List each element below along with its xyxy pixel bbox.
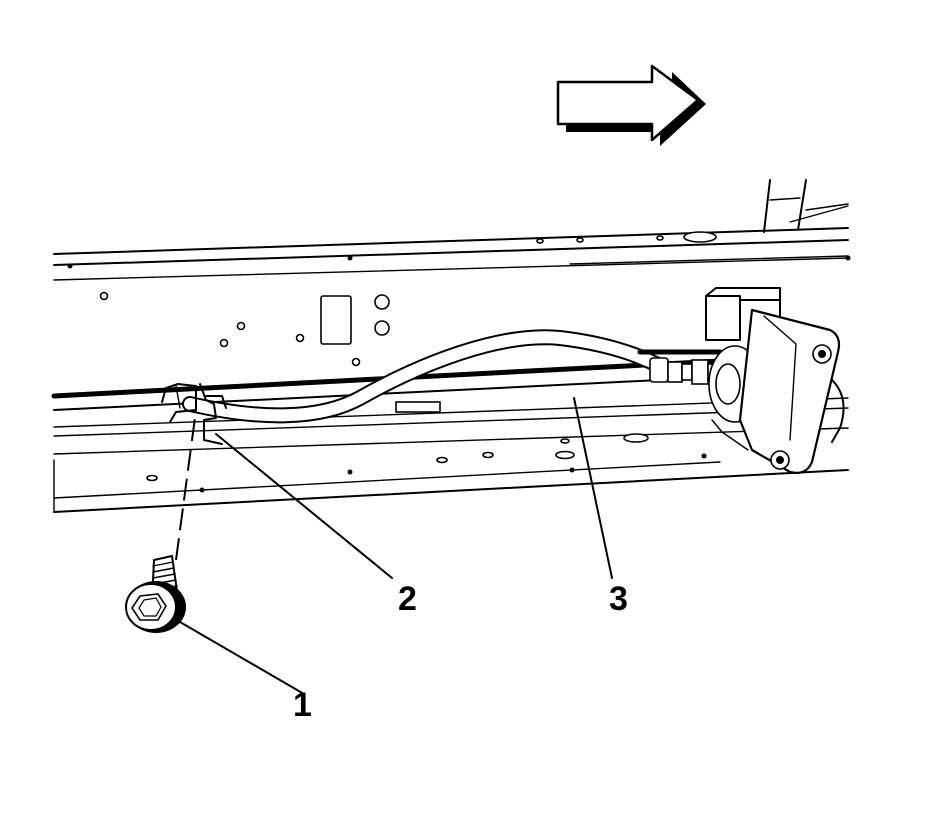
leader-line-1 — [179, 621, 305, 695]
body-side-rail — [99, 291, 390, 367]
bolt — [125, 409, 197, 633]
callout-label-3: 3 — [609, 580, 628, 618]
leader-line-2 — [215, 433, 393, 579]
hose-fitting — [649, 357, 723, 385]
brake-hose — [182, 329, 723, 424]
arrow-right-icon — [556, 64, 706, 146]
callout-label-1: 1 — [293, 686, 312, 724]
brake-assembly — [705, 287, 845, 474]
leader-line-3 — [573, 397, 613, 579]
callout-label-2: 2 — [398, 580, 417, 618]
leader-lines — [179, 397, 613, 695]
upper-body-panel — [53, 179, 851, 281]
frame-rail — [51, 357, 849, 513]
hose-clip — [161, 383, 227, 445]
